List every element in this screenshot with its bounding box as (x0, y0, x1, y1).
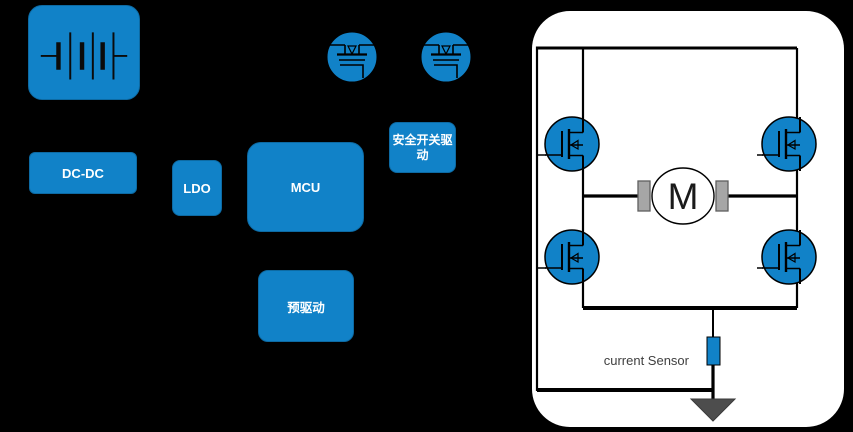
mcu-block: MCU (247, 142, 364, 232)
mosfet-icon (543, 115, 601, 173)
gate-lead-wires (537, 154, 763, 269)
safety-mosfet-icon (325, 30, 379, 84)
ldo-block: LDO (172, 160, 222, 216)
pre-driver-block: 预驱动 (258, 270, 354, 342)
h-bridge-panel: M current Sensor (532, 11, 844, 427)
dc-dc-label: DC-DC (62, 165, 104, 181)
ldo-label: LDO (183, 180, 211, 196)
safety-switch-driver-block: 安全开关驱动 (389, 122, 456, 173)
current-sensor-icon (706, 336, 721, 366)
motor-label: M (668, 176, 699, 217)
dc-dc-block: DC-DC (29, 152, 137, 194)
safety-mosfet-icon (419, 30, 473, 84)
motor-icon (651, 167, 715, 225)
motor-brush-pad-right (715, 180, 729, 212)
battery-icon (40, 32, 128, 80)
mosfet-icon (543, 228, 601, 286)
mcu-label: MCU (290, 179, 321, 195)
pre-driver-label: 预驱动 (287, 300, 325, 315)
mosfet-icon (760, 228, 818, 286)
ground-icon (689, 398, 737, 422)
current-sensor-label: current Sensor (604, 353, 690, 368)
safety-switch-driver-label: 安全开关驱动 (392, 132, 453, 162)
motor-brush-pad-left (637, 180, 651, 212)
mosfet-icon (760, 115, 818, 173)
battery-block (28, 5, 140, 100)
